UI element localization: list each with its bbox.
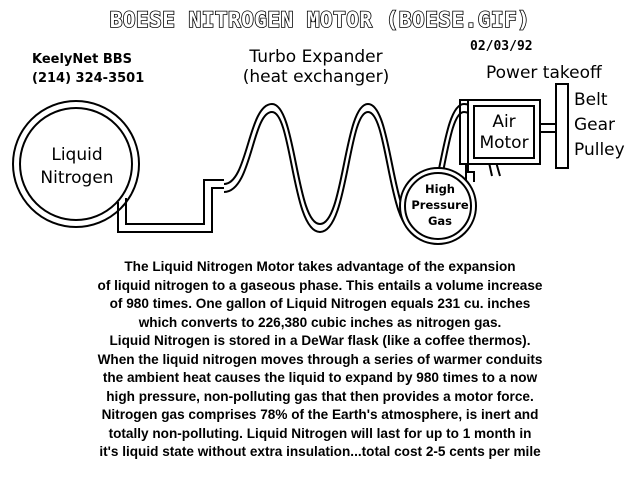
pulley-label: Pulley (574, 140, 625, 160)
power-takeoff-bar (555, 83, 569, 169)
description-line: When the liquid nitrogen moves through a… (97, 351, 543, 367)
description-line: of liquid nitrogen to a gaseous phase. T… (97, 277, 543, 293)
description-text: The Liquid Nitrogen Motor takes advantag… (0, 258, 640, 462)
output-shaft (540, 123, 556, 133)
description-line: the ambient heat causes the liquid to ex… (102, 370, 538, 385)
pressure-label: Pressure (411, 198, 468, 212)
liquid-label: Liquid (51, 145, 102, 165)
belt-label: Belt (574, 90, 608, 110)
turbo-label: Turbo Expander (248, 47, 382, 67)
bbs-name: KeelyNet BBS (32, 52, 132, 67)
gear-label: Gear (574, 115, 615, 135)
high-label: High (425, 182, 455, 196)
heat-exchanger-label: (heat exchanger) (243, 67, 389, 87)
high-pressure-gas-tank (399, 167, 477, 245)
description-line: which converts to 226,380 cubic inches a… (138, 314, 502, 330)
feed-pipe (117, 179, 224, 233)
description-line: of 980 times. One gallon of Liquid Nitro… (109, 296, 531, 311)
nitrogen-label: Nitrogen (40, 168, 113, 188)
date-label: 02/03/92 (470, 39, 533, 54)
page-title: BOESE NITROGEN MOTOR (BOESE.GIF) (110, 8, 531, 32)
description-line: it's liquid state without extra insulati… (99, 444, 541, 459)
description-line: The Liquid Nitrogen Motor takes advantag… (124, 259, 516, 274)
gas-label: Gas (428, 214, 452, 228)
power-takeoff-label: Power takeoff (486, 63, 603, 83)
bbs-phone: (214) 324-3501 (32, 71, 144, 86)
air-label: Air (492, 112, 515, 132)
description-line: totally non-polluting. Liquid Nitrogen w… (108, 425, 532, 441)
description-line: Nitrogen gas comprises 78% of the Earth'… (101, 407, 539, 422)
motor-label: Motor (479, 133, 528, 153)
description-line: Liquid Nitrogen is stored in a DeWar fla… (109, 333, 531, 348)
turbo-expander-coil (223, 102, 501, 234)
description-line: high pressure, non-polluting gas that th… (106, 388, 534, 404)
liquid-nitrogen-flask (12, 100, 140, 228)
air-motor (467, 99, 541, 165)
